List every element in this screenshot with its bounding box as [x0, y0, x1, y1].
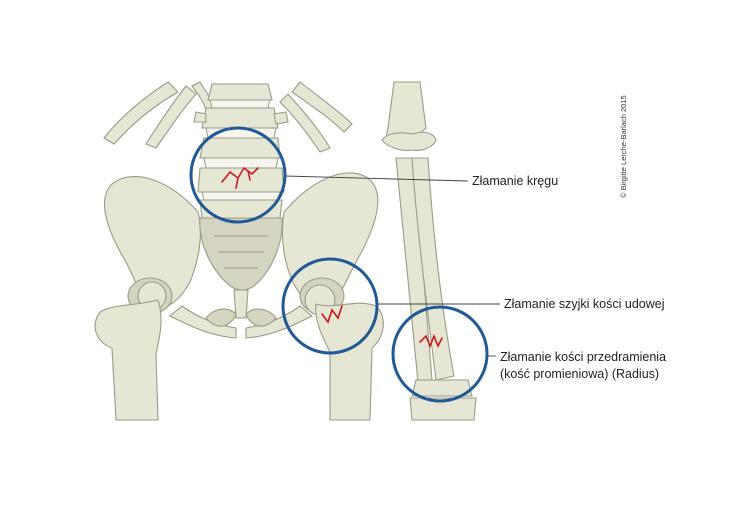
copyright-notice: © Birgitte Lerche-Barlach 2015 — [619, 95, 628, 198]
forearm-callout-circle — [391, 305, 489, 403]
fracture-lines — [221, 166, 443, 349]
radius-fracture-mark — [419, 333, 443, 349]
rib-cage — [103, 81, 353, 153]
vertebra-leader-line — [284, 175, 469, 182]
leader-lines — [284, 175, 500, 357]
forearm-fracture-label: Złamanie kości przedramienia (kość promi… — [500, 350, 670, 381]
vertebra-fracture-mark — [221, 166, 259, 189]
femoral-neck-fracture-mark — [321, 305, 343, 324]
forearm-fracture-label-line-1: Złamanie kości przedramienia — [500, 350, 666, 364]
forearm — [381, 81, 477, 421]
pelvis — [104, 172, 379, 339]
forearm-fracture-label-line-2: (kość promieniowa) (Radius) — [500, 367, 659, 381]
femoral-neck-callout-circle — [281, 257, 379, 355]
femurs — [94, 281, 384, 421]
vertebra-callout-circle — [189, 126, 287, 224]
vertebra-fracture-label: Złamanie kręgu — [472, 174, 558, 188]
femoral-neck-fracture-label: Złamanie szyjki kości udowej — [504, 297, 664, 311]
callout-circles — [189, 126, 489, 403]
